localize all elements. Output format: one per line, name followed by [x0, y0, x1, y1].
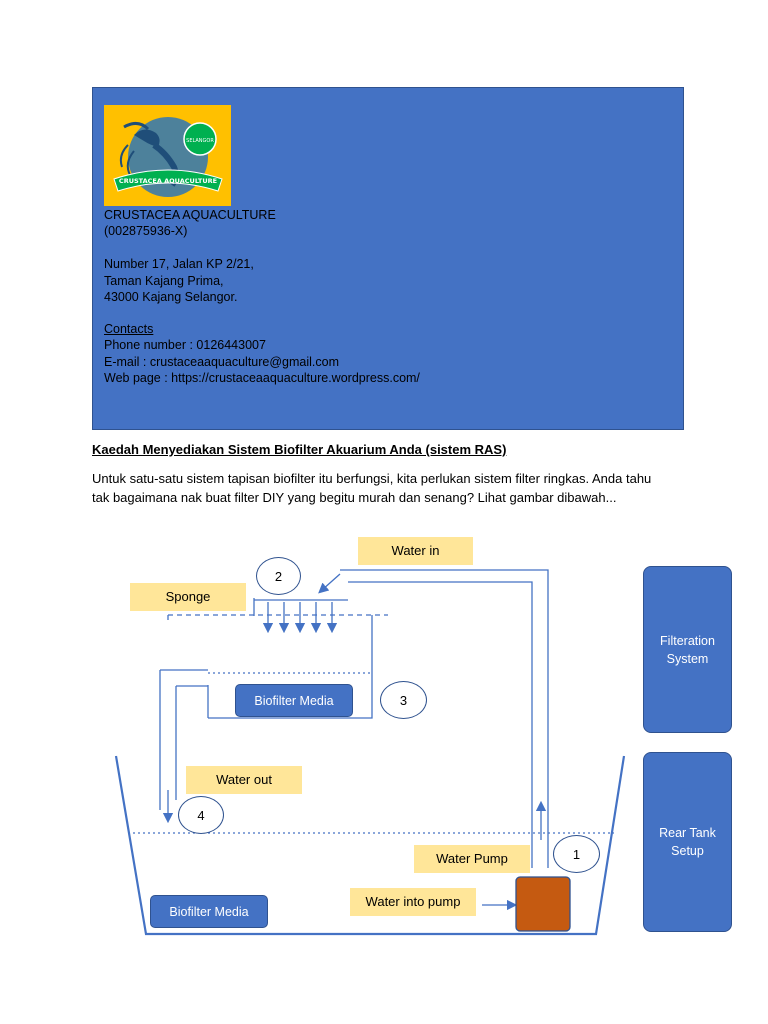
article-heading: Kaedah Menyediakan Sistem Biofilter Akua… [92, 442, 507, 457]
biofilter-media-top-box: Biofilter Media [235, 684, 353, 717]
biofilter-media-bottom-box: Biofilter Media [150, 895, 268, 928]
phone-number: Phone number : 0126443007 [104, 338, 266, 352]
article-paragraph-line-2: tak bagaimana nak buat filter DIY yang b… [92, 490, 617, 505]
address-line-3: 43000 Kajang Selangor. [104, 290, 238, 304]
sponge-label: Sponge [130, 583, 246, 611]
filteration-system-box: Filteration System [643, 566, 732, 733]
company-logo: SELANGOR CRUSTACEA AQUACULTURE [104, 105, 231, 206]
address-line-2: Taman Kajang Prima, [104, 274, 224, 288]
company-header-box: SELANGOR CRUSTACEA AQUACULTURE CRUSTACEA… [92, 87, 684, 430]
contacts-heading: Contacts [104, 322, 154, 336]
step-4-circle: 4 [178, 796, 224, 834]
lobster-logo-icon: SELANGOR CRUSTACEA AQUACULTURE [104, 105, 231, 206]
water-pump-label: Water Pump [414, 845, 530, 873]
rear-tank-outline [114, 755, 626, 936]
address-line-1: Number 17, Jalan KP 2/21, [104, 257, 254, 271]
email-address: E-mail : crustaceaaquaculture@gmail.com [104, 355, 340, 369]
company-registration: (002875936-X) [104, 224, 188, 238]
water-in-pipe-outer [340, 569, 549, 868]
logo-ribbon-text: CRUSTACEA AQUACULTURE [119, 177, 217, 185]
rear-tank-setup-box: Rear Tank Setup [643, 752, 732, 932]
step-3-circle: 3 [380, 681, 427, 719]
article-paragraph-line-1: Untuk satu-satu sistem tapisan biofilter… [92, 471, 652, 486]
filter-container-wall [167, 615, 373, 719]
web-page-link[interactable]: Web page : https://crustaceaaquaculture.… [104, 371, 420, 385]
step-1-circle: 1 [553, 835, 600, 873]
water-pump-block [515, 876, 571, 932]
company-name: CRUSTACEA AQUACULTURE [104, 208, 276, 222]
logo-badge-text: SELANGOR [186, 138, 214, 144]
step-2-circle: 2 [256, 557, 301, 595]
water-in-label: Water in [358, 537, 473, 565]
water-out-label: Water out [186, 766, 302, 794]
rear-tank-line-2: Setup [671, 844, 704, 858]
water-in-pipe-inner [348, 581, 533, 868]
water-into-pump-label: Water into pump [350, 888, 476, 916]
filteration-line-1: Filteration [660, 633, 715, 648]
rear-tank-line-1: Rear Tank [659, 826, 716, 840]
filteration-line-2: System [666, 651, 709, 666]
water-in-arrow [318, 573, 341, 594]
